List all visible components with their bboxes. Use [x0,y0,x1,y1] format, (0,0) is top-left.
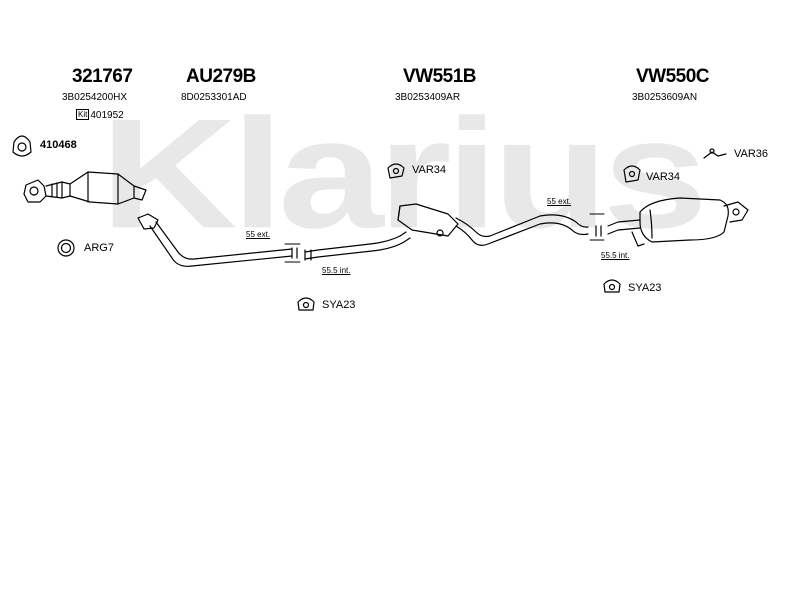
bracket-icon [703,148,727,159]
rear-silencer-shape [595,197,749,247]
front-pipe-shape [137,213,298,267]
clamp-label-front: SYA23 [322,299,356,311]
hanger-label-front: VAR34 [412,164,447,176]
clamp-label-rear: SYA23 [628,282,662,294]
dimension-ext-rear: 55 ext. [547,197,572,206]
dimension-break-marks [284,213,605,263]
kit-number: 401952 [90,110,124,121]
bracket-label: VAR36 [734,148,769,160]
oe-number-front-pipe: 8D0253301AD [181,92,247,103]
ring-label: ARG7 [84,242,114,254]
rubber-hanger-icon [623,165,641,183]
dimension-int-rear: 55.5 int. [601,251,630,260]
kit-badge: Kit [76,109,90,120]
oe-number-rear-silencer: 3B0253609AN [632,92,698,103]
oe-number-catalyst: 3B0254200HX [62,92,128,103]
gasket-icon [12,135,32,157]
dimension-int-front: 55.5 int. [322,266,351,275]
part-number-catalyst: 321767 [72,66,133,87]
dimension-ext-front: 55 ext. [246,230,271,239]
rubber-hanger-icon [387,163,405,179]
clamp-icon [603,279,621,293]
hanger-label-rear: VAR34 [646,171,681,183]
brand-watermark: Klarius [100,86,708,261]
part-number-rear-silencer: VW550C [636,66,710,87]
clamp-icon [297,297,315,311]
catalytic-converter-shape [23,171,147,205]
part-number-centre-silencer: VW551B [403,66,477,87]
oe-number-centre-silencer: 3B0253409AR [395,92,461,103]
gasket-label: 410468 [40,139,77,151]
centre-silencer-shape [304,203,589,261]
part-number-front-pipe: AU279B [186,66,256,87]
ring-icon [57,239,75,257]
